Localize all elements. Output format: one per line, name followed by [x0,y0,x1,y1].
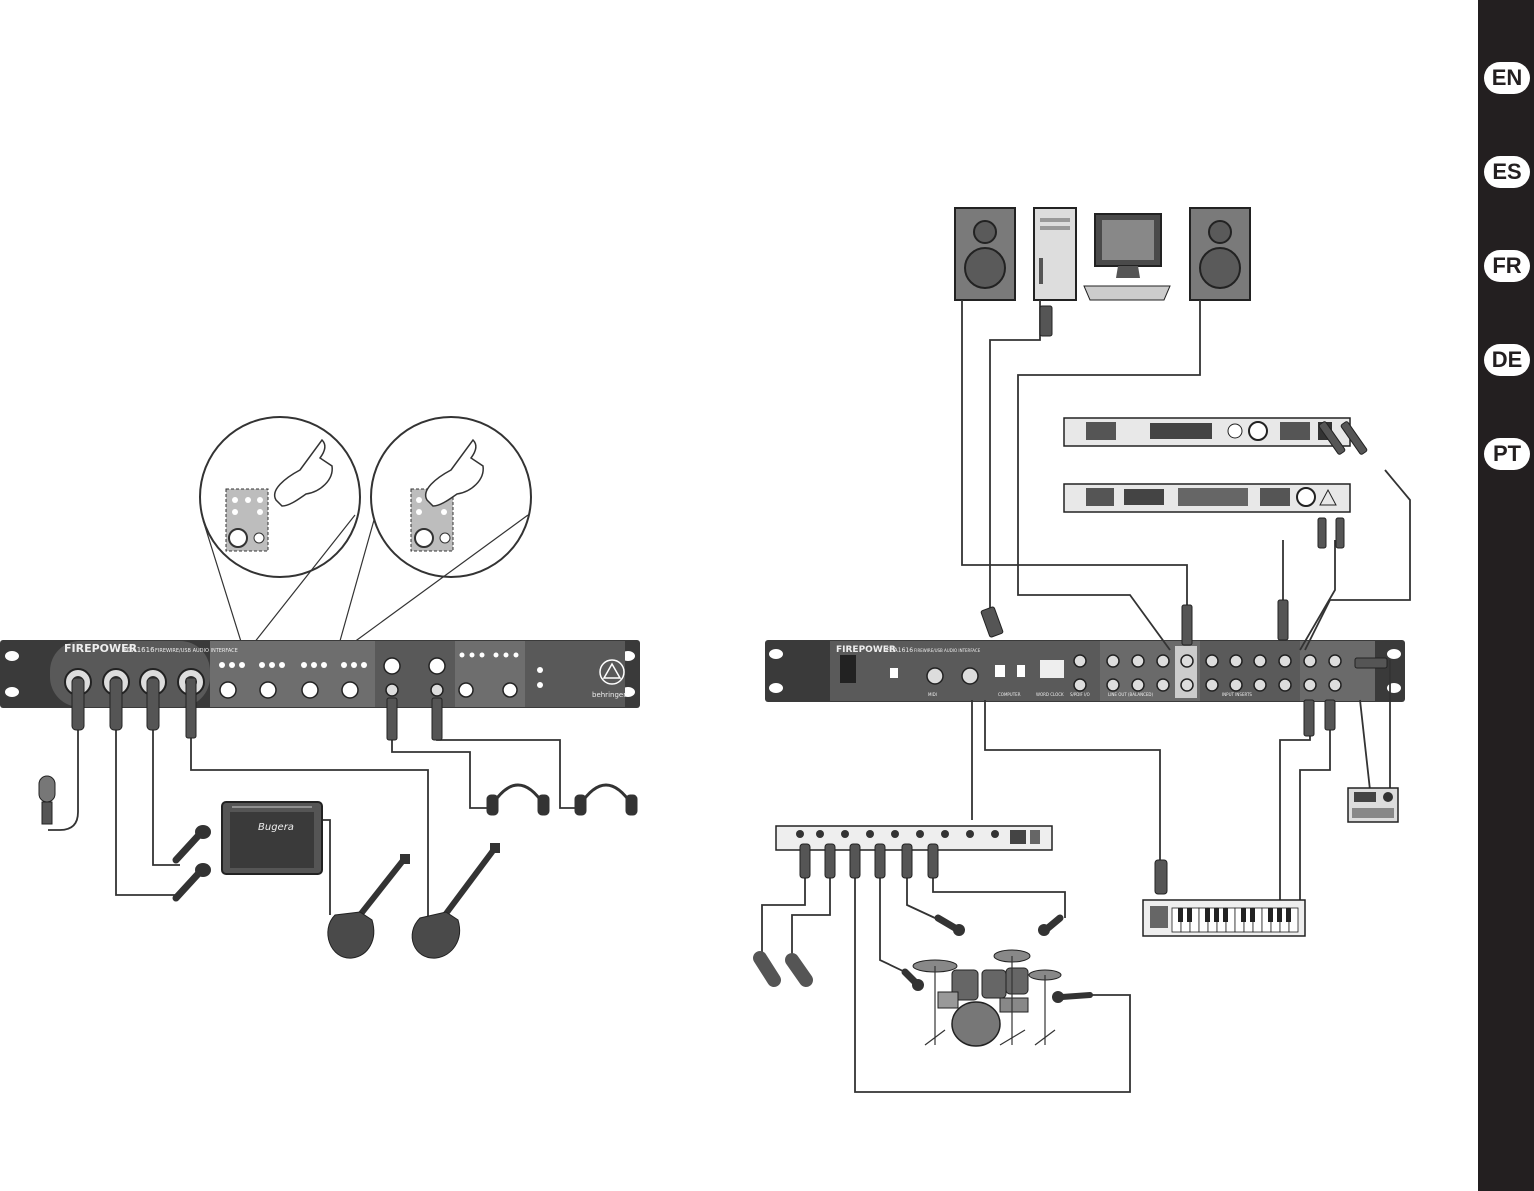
midi-keyboard-icon [1142,899,1306,937]
electric-guitar-icon [327,854,410,959]
computer-monitor-icon [1083,213,1171,301]
rear-panel-interface: FIREPOWER FCA1616 FIREWIRE/USB AUDIO INT… [765,640,1405,702]
rear-section-inserts: INPUT INSERTS [1222,692,1252,697]
rear-subtitle-label: FIREWIRE/USB AUDIO INTERFACE [914,648,981,653]
headphones-icon [574,783,638,816]
rear-brand-label: FIREPOWER [836,645,896,655]
front-model-label: FCA1616 [123,646,155,654]
drum-machine-icon [1347,787,1399,823]
dynamic-mic-icon [1052,991,1093,1003]
condenser-mic-icon [38,775,56,825]
zoom-circle-right [370,416,532,578]
pointing-hand-icon [273,438,333,507]
front-logo-label: behringer [592,691,626,699]
front-brand-label: FIREPOWER [64,642,138,655]
rear-section-wordclock: WORD CLOCK [1036,692,1064,697]
studio-monitor-right-icon [1189,207,1251,301]
guitar-amp-icon: Bugera [221,801,323,875]
computer-tower-icon [1033,207,1077,301]
lang-tab-fr[interactable]: FR [1484,250,1530,282]
dynamic-mic-icon [1038,914,1064,936]
rear-section-spdif: S/PDIF I/O [1070,692,1090,697]
front-subtitle-label: FIREWIRE/USB AUDIO INTERFACE [155,648,238,654]
dynamic-mic-icon [753,951,781,987]
dynamic-mic-icon [901,968,924,991]
dynamic-mic-icon [172,863,211,902]
zoom-circle-left [199,416,361,578]
amp-brand-label: Bugera [258,822,294,833]
rear-model-label: FCA1616 [886,647,913,654]
rear-section-midi: MIDI [928,692,937,697]
lang-tab-es[interactable]: ES [1484,156,1530,188]
drum-kit-icon [912,949,1062,1047]
headphones-icon [486,783,550,816]
language-sidebar: EN ES FR DE PT [1478,0,1534,1191]
mic-preamp-rack [775,825,1053,851]
rear-section-computer: COMPUTER [998,692,1021,697]
pointing-hand-icon [424,438,484,507]
lang-tab-de[interactable]: DE [1484,344,1530,376]
effects-processor-2 [1063,483,1351,513]
dynamic-mic-icon [934,914,965,936]
rear-section-lineout: LINE OUT (BALANCED) [1108,692,1153,697]
studio-monitor-left-icon [954,207,1016,301]
bass-guitar-icon [411,843,500,959]
lang-tab-pt[interactable]: PT [1484,438,1530,470]
dynamic-mic-icon [172,825,211,864]
setup-diagram: FIREPOWER FCA1616 FIREWIRE/USB AUDIO INT… [0,207,1411,1093]
effects-processor-1 [1063,417,1351,447]
lang-tab-en[interactable]: EN [1484,62,1530,94]
dynamic-mic-icon [785,953,813,987]
front-panel-interface: FIREPOWER FCA1616 FIREWIRE/USB AUDIO INT… [0,640,640,708]
